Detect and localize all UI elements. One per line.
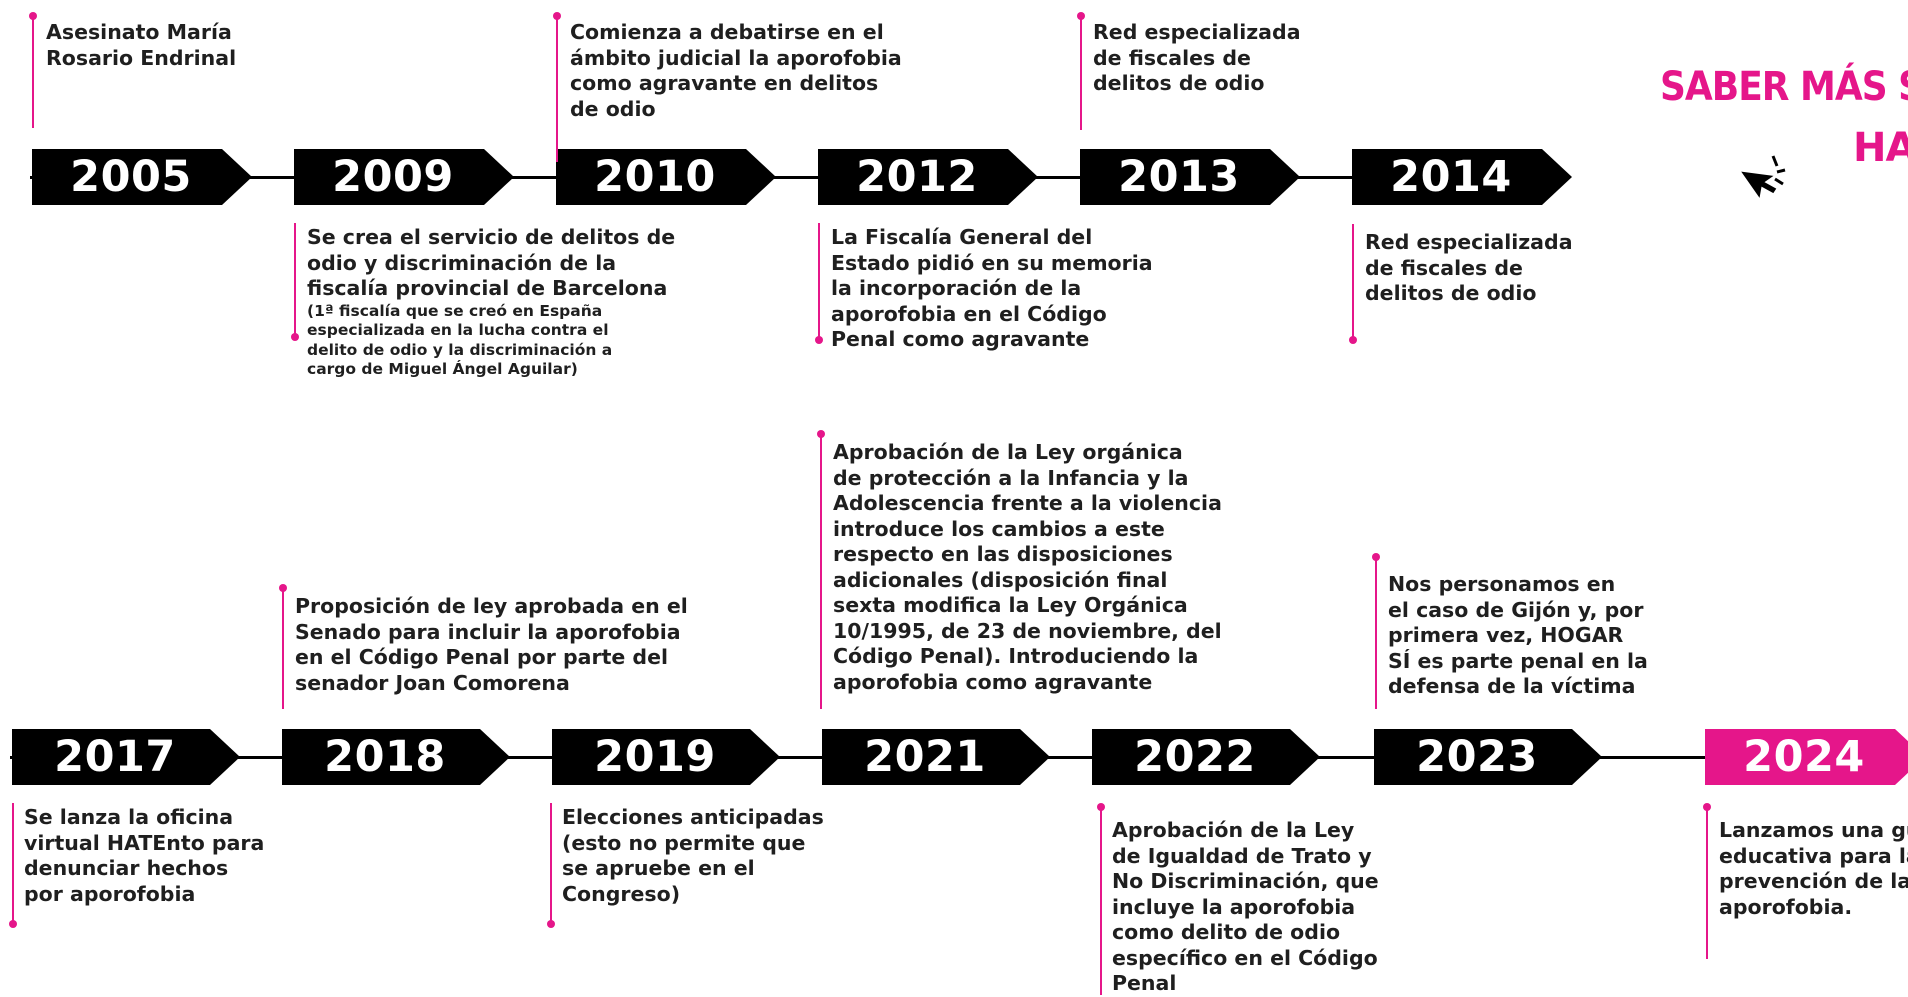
year-2022: 2022 [1092,729,1320,785]
year-2012: 2012 [818,149,1038,205]
event-2005: Asesinato María Rosario Endrinal [46,20,237,70]
year-2023: 2023 [1374,729,1602,785]
event-2009-text: Se crea el servicio de delitos de odio y… [307,225,676,300]
year-2009: 2009 [294,149,514,205]
year-2017: 2017 [12,729,240,785]
event-2012: La Fiscalía General del Estado pidió en … [831,225,1153,351]
event-pin-2009 [291,223,299,341]
event-pin-2010 [553,12,561,162]
event-2024: Lanzamos una guía educativa para la prev… [1719,818,1908,919]
event-2009: Se crea el servicio de delitos de odio y… [307,225,675,380]
year-2010: 2010 [556,149,776,205]
event-pin-2024 [1703,803,1711,959]
event-pin-2018 [279,584,287,709]
event-pin-2014 [1349,224,1357,344]
event-pin-2017 [9,803,17,928]
year-2024: 2024 [1705,729,1908,785]
year-2021: 2021 [822,729,1050,785]
event-2023: Nos personamos en el caso de Gijón y, po… [1388,572,1648,698]
event-2009-note: (1ª fiscalía que se creó en España espec… [307,301,613,379]
year-2018: 2018 [282,729,510,785]
event-2010: Comienza a debatirse en el ámbito judici… [570,20,902,121]
event-2013: Red especializada de fiscales de delitos… [1093,20,1301,95]
timeline-line-row1 [30,176,1570,179]
event-pin-2022 [1097,803,1105,995]
event-pin-2019 [547,803,555,928]
year-2019: 2019 [552,729,780,785]
event-pin-2012 [815,223,823,344]
event-pin-2023 [1372,553,1380,709]
event-2014: Red especializada de fiscales de delitos… [1365,230,1573,305]
promo-title-continued[interactable]: HAT [1853,125,1908,171]
event-2021: Aprobación de la Ley orgánica de protecc… [833,440,1222,694]
event-2019: Elecciones anticipadas (esto no permite … [562,805,824,906]
year-2013: 2013 [1080,149,1300,205]
event-pin-2005 [29,12,37,128]
event-pin-2013 [1077,12,1085,130]
event-2018: Proposición de ley aprobada en el Senado… [295,594,688,695]
event-2017: Se lanza la oficina virtual HATEnto para… [24,805,265,906]
cursor-click-icon[interactable] [1733,148,1793,208]
promo-title[interactable]: SABER MÁS S [1660,64,1908,110]
year-2014: 2014 [1352,149,1572,205]
event-2022: Aprobación de la Ley de Igualdad de Trat… [1112,818,1379,995]
event-pin-2021 [817,430,825,709]
year-2005: 2005 [32,149,252,205]
